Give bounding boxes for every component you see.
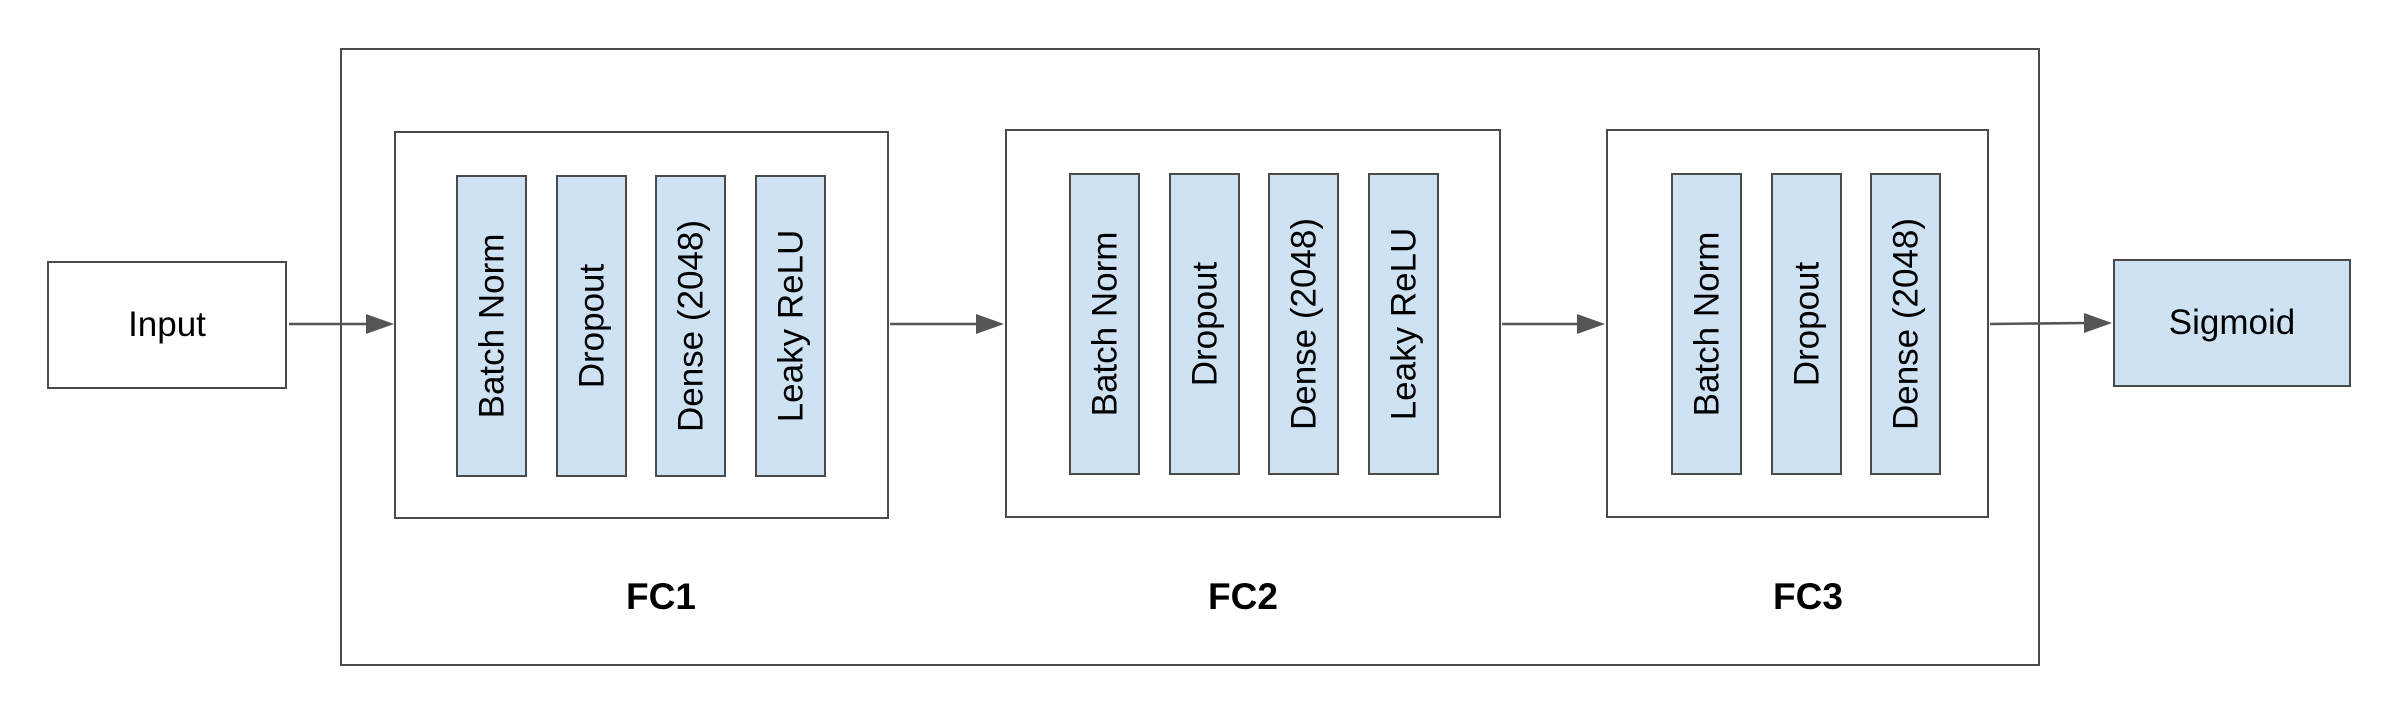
fc1-label: FC1 (626, 576, 696, 617)
arrow-fc1-to-fc2 (890, 314, 1004, 334)
fc3-block: Batch Norm Dropout Dense (2048) (1606, 129, 1989, 518)
arrow-input-to-fc1 (289, 314, 394, 334)
fc2-layer-dense: Dense (2048) (1268, 173, 1339, 475)
fc1-layer-dropout: Dropout (556, 175, 627, 477)
fc2-layer-leaky-relu: Leaky ReLU (1368, 173, 1439, 475)
arrowhead-icon (976, 314, 1004, 334)
fc3-layer-batch-norm: Batch Norm (1671, 173, 1742, 475)
fc3-layer-dense: Dense (2048) (1870, 173, 1941, 475)
fc2-label: FC2 (1208, 576, 1278, 617)
model-container (340, 48, 2040, 666)
arrowhead-icon (2084, 313, 2112, 333)
input-node: Input (47, 261, 287, 389)
fc3-layer-dropout: Dropout (1771, 173, 1842, 475)
input-label: Input (128, 305, 206, 344)
fc2-block: Batch Norm Dropout Dense (2048) Leaky Re… (1005, 129, 1501, 518)
arrow-fc2-to-fc3 (1502, 314, 1605, 334)
fc2-layer-dropout: Dropout (1169, 173, 1240, 475)
sigmoid-node: Sigmoid (2113, 259, 2351, 387)
sigmoid-label: Sigmoid (2168, 303, 2296, 342)
fc1-layer-dense: Dense (2048) (655, 175, 726, 477)
arrowhead-icon (366, 314, 394, 334)
fc1-layer-batch-norm: Batch Norm (456, 175, 527, 477)
arrow-fc3-to-sigmoid (1989, 313, 2112, 333)
fc1-layer-leaky-relu: Leaky ReLU (755, 175, 826, 477)
fc2-layer-batch-norm: Batch Norm (1069, 173, 1140, 475)
fc1-block: Batch Norm Dropout Dense (2048) Leaky Re… (394, 131, 889, 519)
arrowhead-icon (1577, 314, 1605, 334)
fc3-label: FC3 (1773, 576, 1843, 617)
